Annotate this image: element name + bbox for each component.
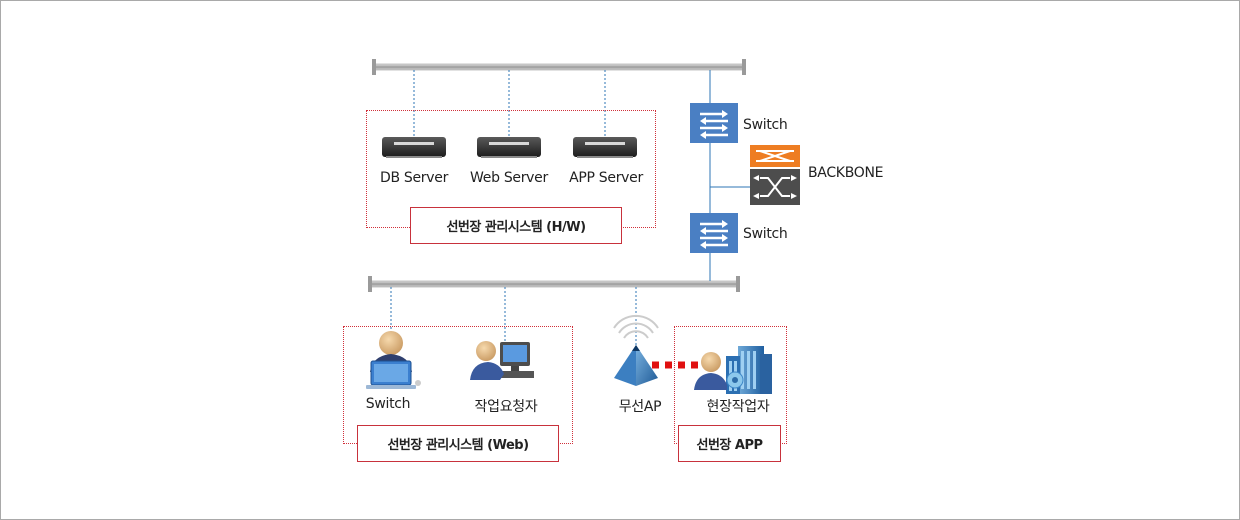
app-title: 선번장 APP	[678, 425, 781, 462]
web-server-icon	[477, 137, 541, 158]
field-worker-icon	[694, 346, 772, 394]
web-system-title: 선번장 관리시스템 (Web)	[357, 425, 559, 462]
app-server-icon	[573, 137, 637, 158]
solid-links	[709, 70, 750, 281]
app-server-label: APP Server	[569, 170, 643, 186]
admin-label: Switch	[365, 396, 411, 412]
backbone-icon	[750, 145, 800, 205]
backbone-label: BACKBONE	[808, 165, 884, 181]
hw-system-title: 선번장 관리시스템 (H/W)	[410, 207, 622, 244]
switch-top-icon	[690, 103, 738, 143]
switch-bottom-icon	[690, 213, 738, 253]
requester-label: 작업요청자	[474, 399, 538, 415]
switch-bottom-label: Switch	[743, 226, 788, 242]
admin-laptop-icon	[366, 331, 421, 389]
bottom-network-bus	[368, 276, 740, 292]
wireless-ap-icon	[613, 314, 659, 386]
switch-top-label: Switch	[743, 117, 788, 133]
web-server-label: Web Server	[470, 170, 548, 186]
wireless-ap-label: 무선AP	[618, 399, 662, 415]
requester-desktop-icon	[470, 341, 534, 380]
top-network-bus	[372, 59, 746, 75]
db-server-label: DB Server	[379, 170, 449, 186]
db-server-icon	[382, 137, 446, 158]
field-worker-label: 현장작업자	[706, 399, 770, 415]
